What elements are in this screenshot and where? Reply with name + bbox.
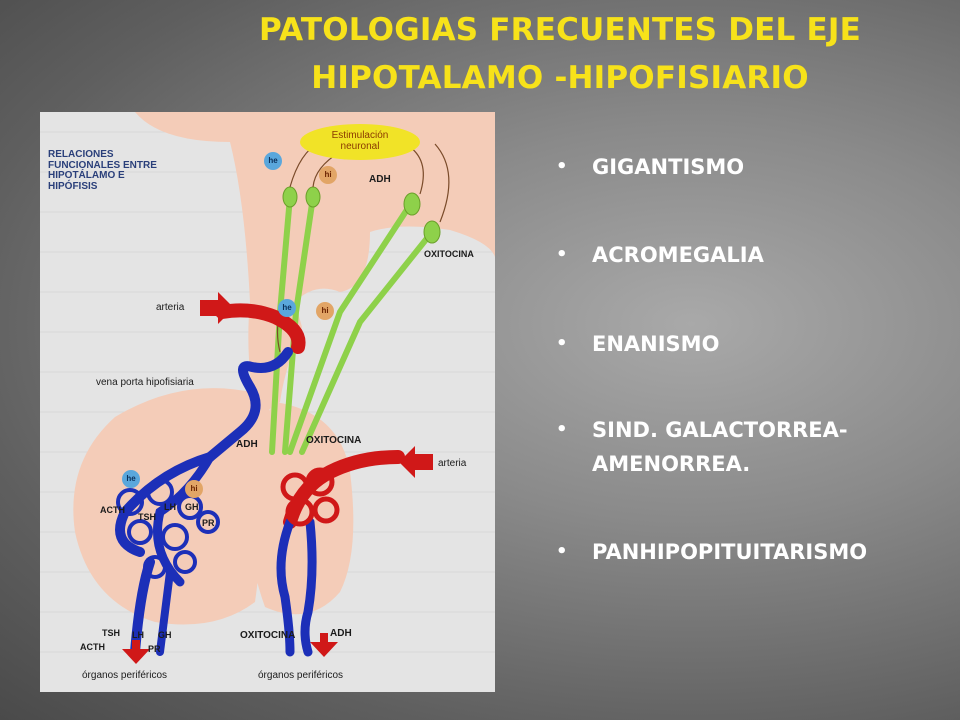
gh-label-gland: GH [185,502,199,512]
capillary-loops [116,478,220,579]
slide-title-line-1: PATOLOGIAS FRECUENTES DEL EJE [259,12,861,48]
tsh-label-gland: TSH [138,512,156,522]
diagram-drawing [40,112,495,664]
posterior-capillary-loops [280,467,340,527]
hypothalamus-pituitary-diagram: RELACIONES FUNCIONALES ENTRE HIPOTÁLAMO … [40,112,495,692]
hi-badge-top: hi [319,166,337,184]
he-badge-gland: he [122,470,140,488]
flow-arrows [122,292,433,664]
list-item: • GIGANTISMO [556,150,867,238]
list-item-text: GIGANTISMO [592,155,745,179]
organos-perifericos-left: órganos periféricos [82,670,168,681]
list-item: • ENANISMO [556,327,867,413]
oxitocina-label-bottom: OXITOCINA [240,630,296,641]
hypothalamus-shape [135,112,495,320]
blood-vessels [115,303,405,657]
oxitocina-label-top: OXITOCINA [424,249,474,259]
stimulation-line-1: Estimulación [331,130,389,141]
acth-label-gland: ACTH [100,505,125,515]
neuronal-stimulation-label: Estimulación neuronal [300,124,420,160]
diagram-heading-line-4: HIPÓFISIS [48,180,98,192]
list-item-text-line-1: SIND. GALACTORREA- [592,418,848,442]
list-item-text: PANHIPOPITUITARISMO [592,540,868,564]
arteria-label-right: arteria [438,458,467,469]
he-badge-stalk: he [278,299,296,317]
hi-badge-gland: hi [185,480,203,498]
pr-label-bottom: PR [148,644,161,654]
lh-label-bottom: LH [132,630,144,640]
list-item: • ACROMEGALIA [556,238,867,327]
diagram-heading-line-2: FUNCIONALES ENTRE [48,159,157,171]
pr-label-gland: PR [202,518,215,528]
acth-label-bottom: ACTH [80,642,105,652]
he-badge-top: he [264,152,282,170]
bullet-marker: • [556,541,568,562]
diagram-heading: RELACIONES FUNCIONALES ENTRE HIPOTÁLAMO … [48,149,208,192]
gh-label-bottom: GH [158,630,172,640]
oxitocina-label-middle: OXITOCINA [306,435,362,446]
adh-label-bottom: ADH [330,628,352,639]
list-item: • SIND. GALACTORREA- AMENORREA. [556,413,867,535]
diagram-heading-line-3: HIPOTÁLAMO E [48,170,125,181]
hi-badge-stalk: hi [316,302,334,320]
vena-porta-label: vena porta hipofisiaria [96,377,194,388]
organos-perifericos-right: órganos periféricos [258,670,344,681]
arteria-label-left: arteria [156,302,185,313]
diagram-heading-line-1: RELACIONES [48,149,114,160]
bullet-marker: • [556,419,568,440]
pathology-list: • GIGANTISMO • ACROMEGALIA • ENANISMO • … [556,150,867,569]
bullet-marker: • [556,156,568,177]
list-item: • PANHIPOPITUITARISMO [556,535,867,569]
lh-label-gland: LH [164,502,176,512]
adh-label-top: ADH [369,174,391,185]
stimulation-line-2: neuronal [340,141,380,152]
list-item-text: ACROMEGALIA [592,243,764,267]
list-item-text: ENANISMO [592,332,720,356]
bullet-marker: • [556,333,568,354]
bullet-marker: • [556,244,568,265]
list-item-text-line-2: AMENORREA. [592,452,751,476]
slide-title: PATOLOGIAS FRECUENTES DEL EJE HIPOTALAMO… [180,6,940,102]
slide-title-line-2: HIPOTALAMO -HIPOFISIARIO [311,60,809,96]
tsh-label-bottom: TSH [102,628,120,638]
neuron-bodies [282,186,441,244]
adh-label-middle: ADH [236,439,258,450]
